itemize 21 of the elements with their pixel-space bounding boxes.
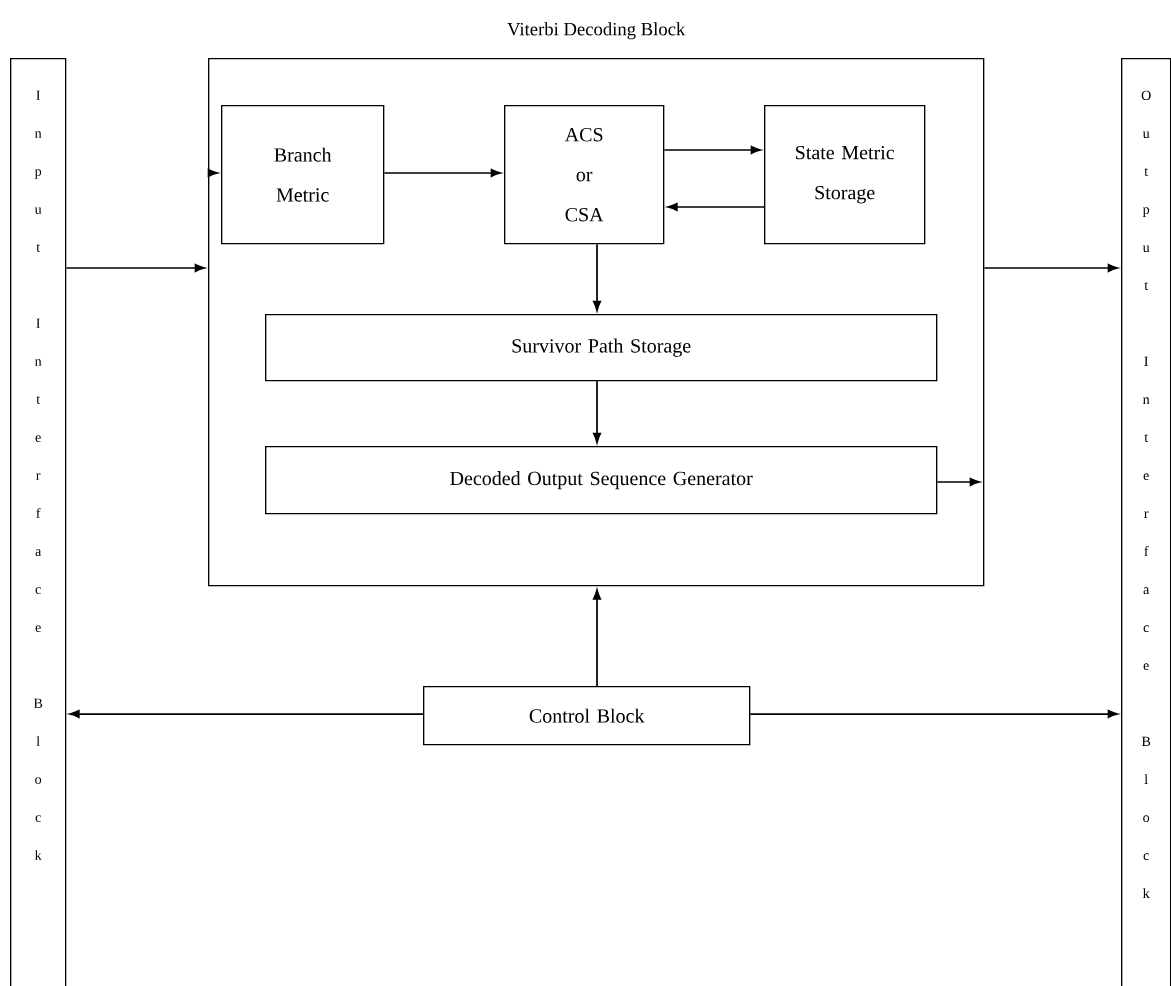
arrow (592, 380, 602, 444)
process-box: Branch Metric (221, 105, 385, 245)
process-box: ACS or CSA (504, 105, 665, 245)
process-box: Decoded Output Sequence Generator (265, 446, 938, 515)
control-box: Control Block (423, 686, 751, 746)
process-box: Survivor Path Storage (265, 314, 938, 382)
arrow (69, 709, 424, 719)
arrow (936, 477, 981, 487)
arrow (592, 243, 602, 312)
arrow (383, 168, 502, 178)
node-label: Viterbi Decoding Block (507, 22, 686, 40)
arrow (663, 145, 762, 155)
arrow (65, 263, 206, 273)
arrow (983, 263, 1119, 273)
process-box: State Metric Storage (764, 105, 926, 245)
arrow (667, 202, 765, 212)
arrow (207, 168, 219, 178)
interface-block: Input Interface Block (10, 58, 67, 986)
arrow (749, 709, 1119, 719)
arrow (592, 589, 602, 687)
interface-block: Output Interface Block (1121, 58, 1171, 986)
